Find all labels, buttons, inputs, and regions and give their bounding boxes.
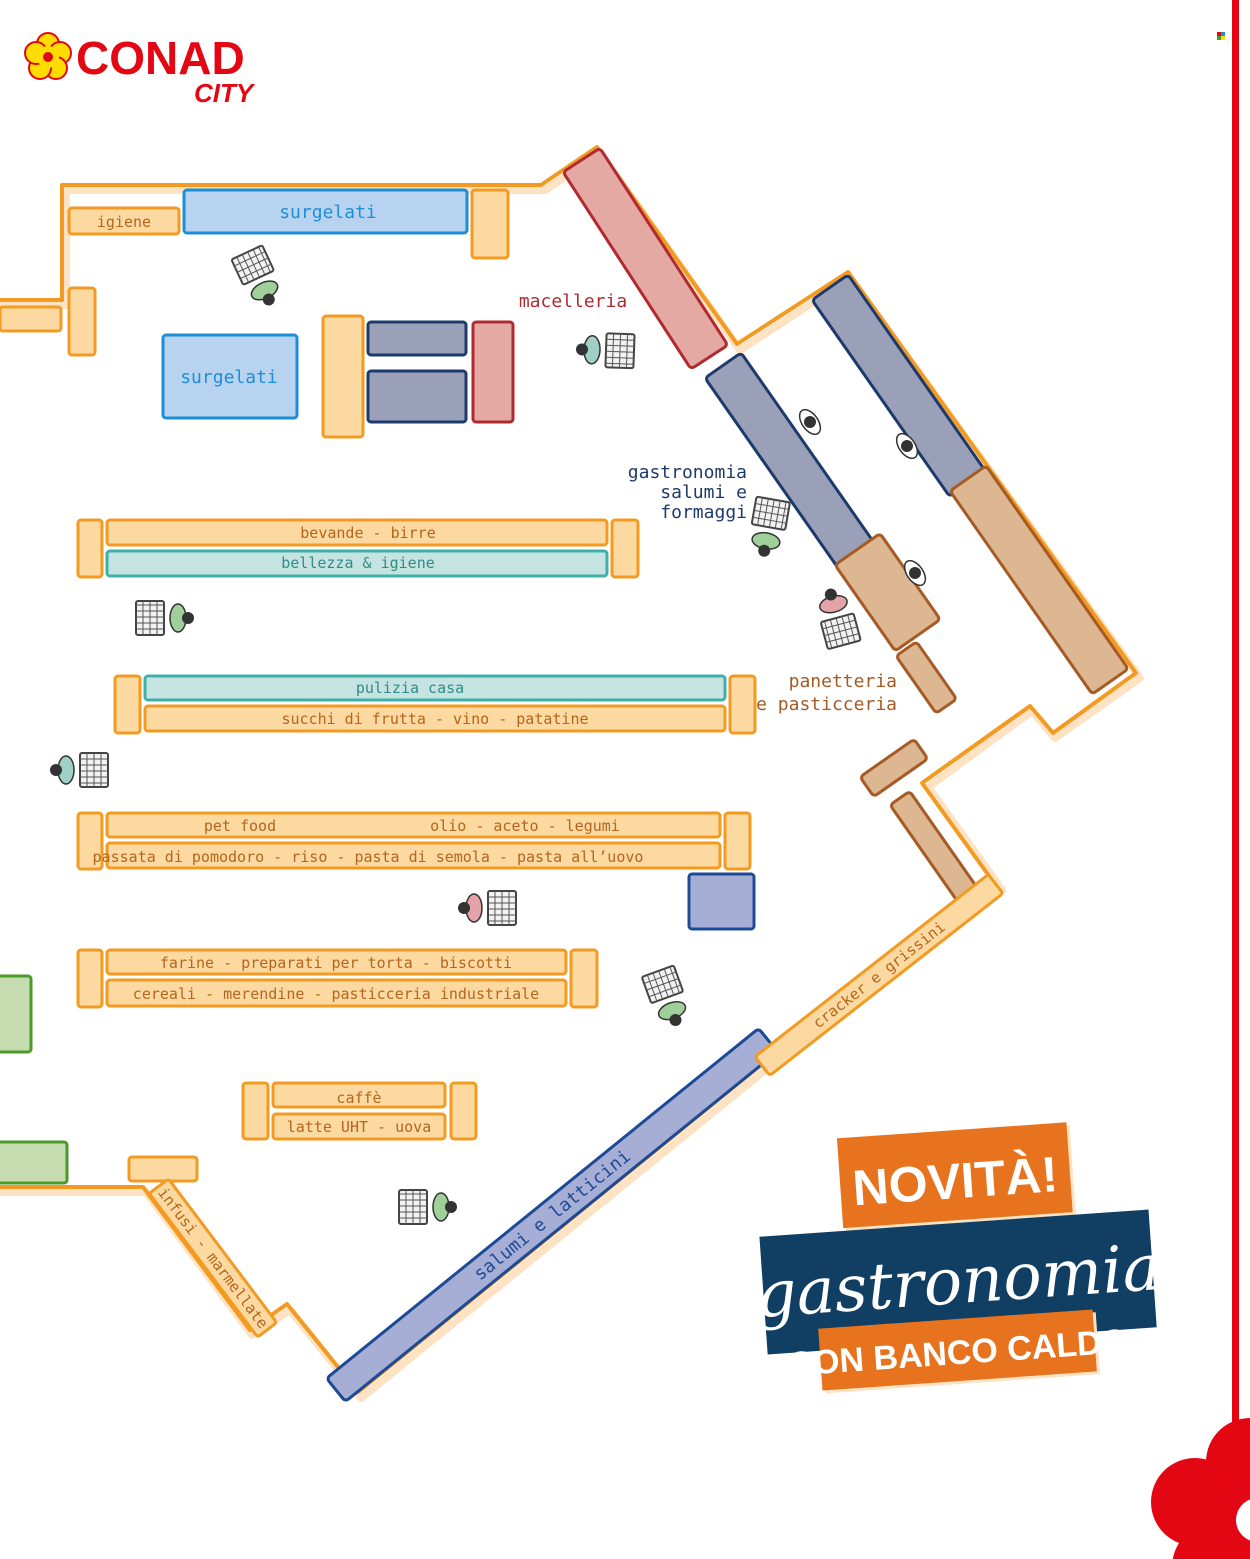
produce-shelf (0, 974, 33, 1054)
endcap (76, 811, 104, 871)
dept-line: e pasticceria (756, 694, 897, 715)
deli-counter-2 (812, 274, 986, 497)
butcher-block (471, 320, 515, 424)
shelf-label: olio - aceto - legumi (430, 817, 620, 835)
butcher-counter (563, 148, 728, 370)
logo-sub-name: CITY (194, 78, 256, 108)
shelf-label: pulizia casa (356, 679, 464, 697)
endcap (67, 286, 97, 357)
shelf-label: succhi di frutta - vino - patatine (281, 710, 588, 728)
shelf-label: latte UHT - uova (287, 1118, 432, 1136)
shelf-succhi: succhi di frutta - vino - patatine (143, 704, 727, 733)
endcap (449, 1081, 478, 1141)
shelf-bellezza: bellezza & igiene (105, 549, 609, 578)
shopper-icon (50, 752, 109, 788)
shelf-igiene: igiene (67, 206, 181, 236)
promo-banner: NOVITÀ! gastronomia CON BANCO CALDO (753, 1122, 1163, 1394)
endcap (723, 811, 752, 871)
dept-line: panetteria (789, 671, 897, 692)
shopper-icon (640, 964, 687, 1027)
wall-outline (0, 145, 1138, 1394)
shelf-infusi: infusi - marmellate (148, 1178, 278, 1338)
shelf-label: cracker e grissini (809, 918, 948, 1032)
endcap (241, 1081, 270, 1141)
shelf-passata: passata di pomodoro - riso - pasta di se… (93, 841, 722, 870)
bakery-counter-2 (896, 641, 957, 714)
staff-icon (903, 559, 927, 587)
shopper-icon (230, 244, 279, 306)
shelf-pulizia: pulizia casa (143, 674, 727, 702)
endcap (113, 674, 142, 735)
endcap (76, 948, 104, 1009)
dept-label-panetteria: panetteria e pasticceria (756, 671, 897, 715)
shopper-icon (458, 890, 517, 926)
conad-logo: CONAD CITY (24, 32, 256, 108)
island-block (687, 872, 756, 931)
shopper-icon (819, 588, 862, 651)
counter-block (366, 369, 468, 424)
shelf-cereali: cereali - merendine - pasticceria indust… (105, 978, 568, 1008)
shelf-petfood-olio: pet food olio - aceto - legumi (105, 811, 722, 839)
bakery-shelf-diag (890, 791, 978, 902)
bakery-shelf-small (860, 739, 928, 797)
shopper-icon (398, 1189, 457, 1225)
dept-line: formaggi (660, 502, 747, 523)
shelf-cracker: cracker e grissini (754, 874, 1004, 1076)
staff-icon (895, 432, 919, 460)
endcap (728, 674, 757, 735)
dept-line: gastronomia (628, 462, 747, 483)
logo-brand-name: CONAD (76, 32, 245, 84)
promo-banco: CON BANCO CALDO (787, 1309, 1129, 1394)
shopper-icon (576, 332, 636, 370)
dept-label-macelleria: macelleria (519, 291, 627, 312)
dept-line: salumi e (660, 482, 747, 503)
corner-mark (1217, 32, 1225, 40)
shelf-block (321, 314, 365, 439)
staff-icon (798, 408, 822, 436)
shelf-label: passata di pomodoro - riso - pasta di se… (93, 848, 644, 866)
shelf-label: bevande - birre (300, 524, 435, 542)
shopper-icon (750, 495, 791, 557)
shelf-label: pet food (204, 817, 276, 835)
shelf-label: cereali - merendine - pasticceria indust… (133, 985, 539, 1003)
produce-shelf (0, 1140, 69, 1185)
shelf-label: igiene (97, 213, 151, 231)
shelf-latte: latte UHT - uova (271, 1112, 447, 1141)
wall-shelf (0, 305, 63, 333)
shelf-surgelati-top: surgelati (182, 188, 469, 235)
shelf-label: bellezza & igiene (281, 554, 435, 572)
shopper-icon (135, 600, 194, 636)
shelf-caffe: caffè (271, 1081, 447, 1109)
shelf-bevande: bevande - birre (105, 518, 609, 547)
endcap (610, 518, 640, 579)
small-shelf (127, 1155, 199, 1183)
brand-border-strip (1232, 0, 1239, 1559)
endcap (569, 948, 599, 1009)
shelf-label: surgelati (279, 202, 377, 223)
promo-novita: NOVITÀ! (836, 1122, 1076, 1231)
shelf-surgelati-mid: surgelati (161, 333, 299, 420)
counter-block (366, 320, 468, 357)
shelf-label: caffè (336, 1089, 381, 1107)
shelf-farine: farine - preparati per torta - biscotti (105, 948, 568, 976)
shelf-label: salumi e latticini (470, 1146, 635, 1285)
flower-icon (24, 32, 72, 80)
decorative-flower-icon (1151, 1418, 1250, 1559)
shelf-label: farine - preparati per torta - biscotti (160, 954, 512, 972)
shelf-label: surgelati (180, 367, 278, 388)
shelf-label: infusi - marmellate (154, 1184, 272, 1332)
dept-label-gastronomia: gastronomia salumi e formaggi (628, 462, 747, 523)
endcap (470, 188, 510, 260)
bakery-wall-shelf (950, 465, 1129, 695)
endcap (76, 518, 104, 579)
